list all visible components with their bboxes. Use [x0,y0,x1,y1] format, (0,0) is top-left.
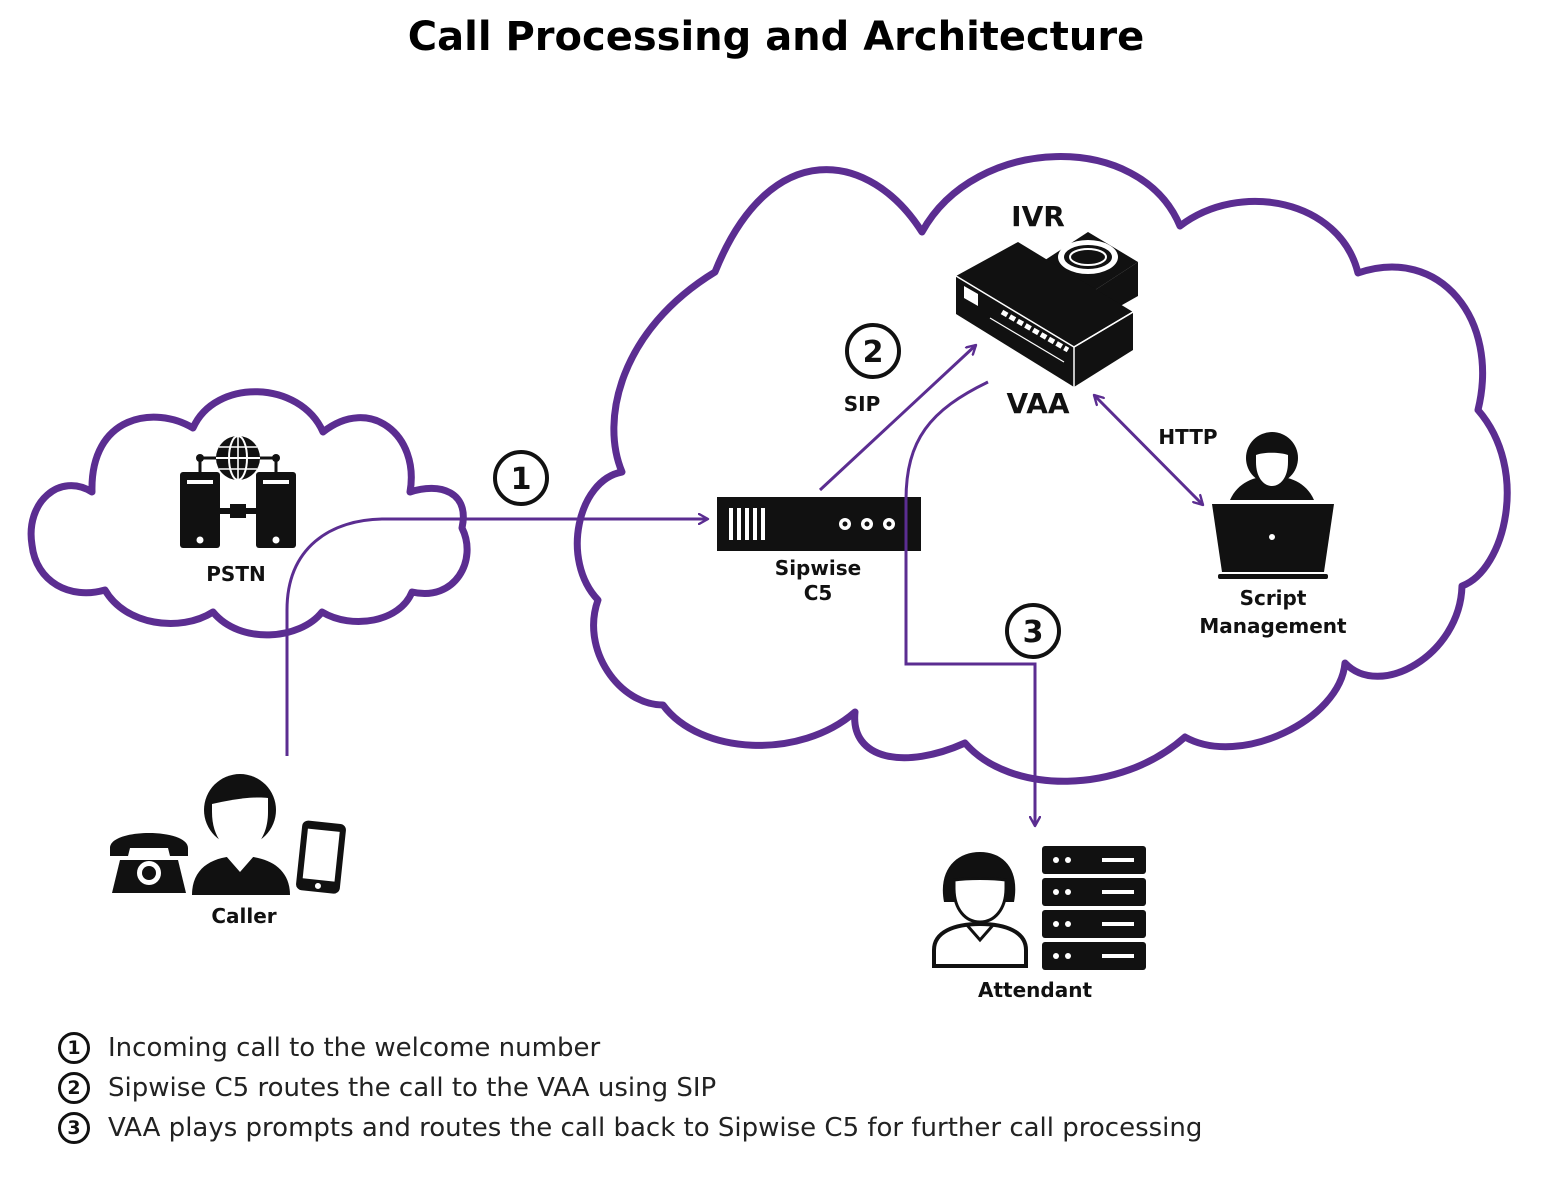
page-title: Call Processing and Architecture [408,14,1144,60]
server-rack-icon [717,497,921,551]
attendant-icon [932,846,1146,970]
step2-badge: 2 [845,323,901,379]
ivr-device-icon [955,232,1138,387]
mobile-phone-icon [296,820,346,894]
legend-step-2: 2 Sipwise C5 routes the call to the VAA … [58,1068,1202,1108]
http-protocol-label: HTTP [1158,425,1217,449]
service-cloud [573,153,1511,785]
step1-badge: 1 [493,450,549,506]
caller-label: Caller [211,904,276,928]
legend-step-1: 1 Incoming call to the welcome number [58,1028,1202,1068]
step3-badge: 3 [1005,603,1061,659]
http-connector [1094,395,1203,505]
legend-step-number: 2 [58,1072,90,1104]
legend-step-text: VAA plays prompts and routes the call ba… [108,1113,1203,1143]
step1-connector [285,519,708,756]
pstn-gateway-icon [180,435,296,548]
script-management-label-line1: Script [1240,586,1307,610]
sipwise-label-line1: Sipwise [775,556,861,580]
laptop-user-icon [1212,432,1334,579]
sipwise-label-line2: C5 [804,581,833,605]
svg-text:1: 1 [511,462,532,497]
legend-step-text: Sipwise C5 routes the call to the VAA us… [108,1073,717,1103]
legend-step-3: 3 VAA plays prompts and routes the call … [58,1108,1202,1148]
pstn-label: PSTN [206,562,265,586]
desk-phone-icon [110,833,188,856]
caller-icon [110,774,346,895]
svg-text:2: 2 [863,335,884,370]
sip-protocol-label: SIP [844,392,881,416]
attendant-label: Attendant [978,978,1092,1002]
legend-step-text: Incoming call to the welcome number [108,1033,601,1063]
steps-legend: 1 Incoming call to the welcome number 2 … [58,1028,1202,1148]
legend-step-number: 3 [58,1112,90,1144]
script-management-label-line2: Management [1199,614,1347,638]
attendant-server-icon [1042,846,1146,970]
vaa-label: VAA [1006,387,1069,420]
ivr-label: IVR [1011,200,1065,233]
legend-step-number: 1 [58,1032,90,1064]
svg-text:3: 3 [1023,615,1044,650]
step2-sip-connector [818,345,976,492]
